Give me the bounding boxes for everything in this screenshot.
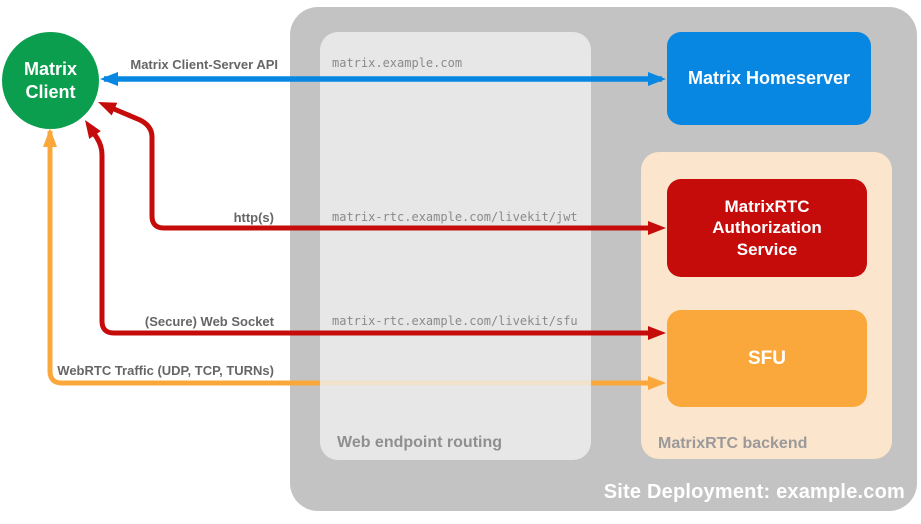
websocket-arrowhead-client — [85, 120, 101, 139]
site-deployment-label: Site Deployment: example.com — [603, 481, 905, 503]
webrtc-edge-label: WebRTC Traffic (UDP, TCP, TURNs) — [57, 363, 274, 378]
matrixrtc-auth-service-node: MatrixRTC Authorization Service — [667, 179, 867, 277]
csapi-edge-label: Matrix Client-Server API — [130, 57, 278, 72]
matrixrtc-auth-service-label: MatrixRTC Authorization Service — [712, 197, 822, 259]
matrix-homeserver-node: Matrix Homeserver — [667, 32, 871, 125]
matrixrtc-backend-label: MatrixRTC backend — [658, 435, 808, 452]
matrix-homeserver-label: Matrix Homeserver — [687, 68, 851, 89]
endpoint-matrix: matrix.example.com — [332, 56, 463, 70]
sfu-node: SFU — [667, 310, 867, 407]
matrix-client-label: Matrix Client — [23, 59, 77, 102]
endpoint-livekit-jwt: matrix-rtc.example.com/livekit/jwt — [332, 210, 578, 224]
csapi-arrowhead-client — [100, 72, 118, 86]
matrix-client-node: Matrix Client — [2, 32, 99, 129]
https-arrowhead-client — [98, 102, 118, 116]
web-endpoint-routing-label: Web endpoint routing — [337, 434, 503, 451]
websocket-edge-label: (Secure) Web Socket — [144, 314, 274, 329]
endpoint-livekit-sfu: matrix-rtc.example.com/livekit/sfu — [332, 314, 578, 328]
https-edge-label: http(s) — [233, 210, 274, 225]
web-endpoint-routing-group: matrix.example.com matrix-rtc.example.co… — [320, 32, 591, 460]
webrtc-arrowhead-client — [43, 128, 57, 147]
sfu-label: SFU — [748, 347, 786, 369]
